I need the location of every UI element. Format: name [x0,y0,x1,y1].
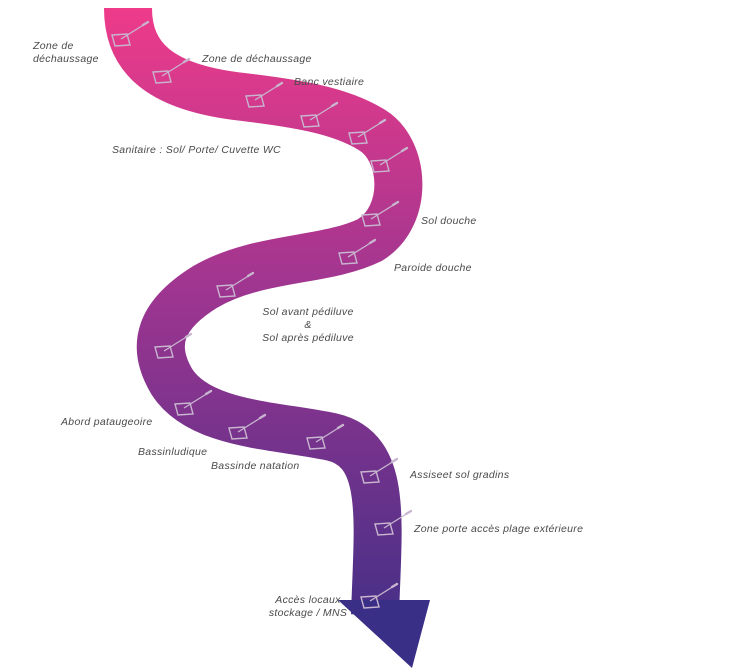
label-sol-douche: Sol douche [421,215,477,227]
flow-arrow-head [338,600,430,668]
label-assise-gradins: Assiseet sol gradins [410,469,510,481]
label-zone-porte: Zone porte accès plage extérieure [414,523,584,535]
label-bassin-natation: Bassinde natation [211,460,300,472]
label-paroi-douche: Paroide douche [394,262,472,274]
label-line: & [304,319,312,331]
label-line: stockage / MNS [268,607,348,619]
label-sanitaire: Sanitaire : Sol/ Porte/ Cuvette WC [112,144,281,156]
label-zone-dechaussage-1: Zone de déchaussage [33,40,99,66]
label-banc-vestiaire: Banc vestiaire [294,76,365,88]
label-bassin-ludique: Bassinludique [138,446,208,458]
flow-band [104,6,423,616]
label-line: Zone de [33,40,74,52]
label-acces-locaux: Accès locaux stockage / MNS [250,594,366,620]
label-zone-dechaussage-2: Zone de déchaussage [202,53,312,65]
label-line: Accès locaux [275,594,341,606]
label-abord-pataugeoire: Abord pataugeoire [61,416,153,428]
label-pediluve: Sol avant pédiluve & Sol après pédiluve [250,306,366,345]
label-line: Sol après pédiluve [262,332,354,344]
label-line: déchaussage [33,53,99,65]
label-line: Sol avant pédiluve [262,306,354,318]
